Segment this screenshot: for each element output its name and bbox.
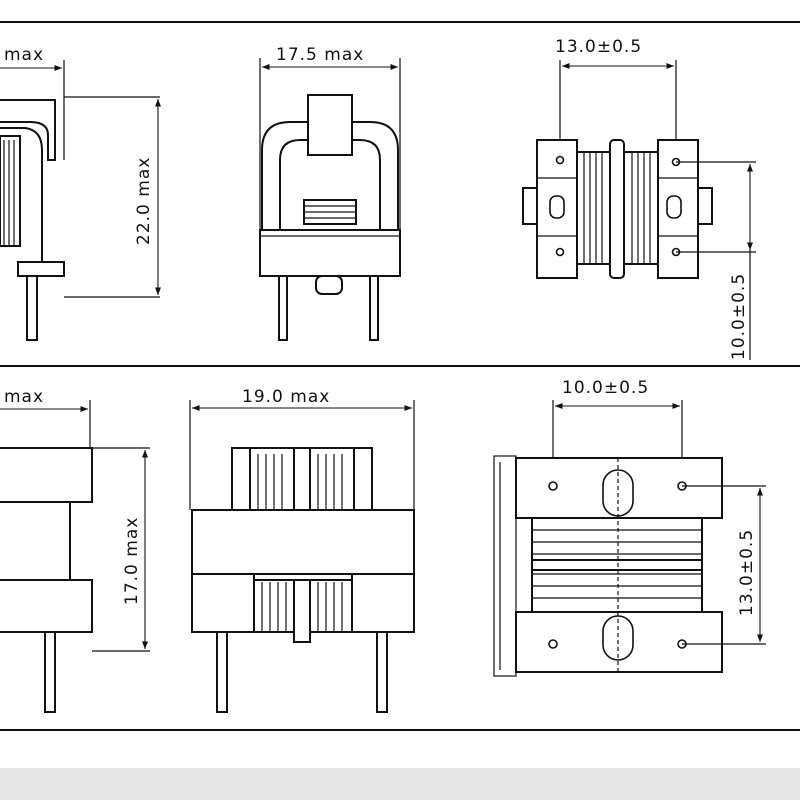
bottom-side-width-label: max [4,387,44,407]
top-plan-view: 13.0±0.5 10.0±0.5 [522,37,756,360]
top-front-view: 17.5 max [259,45,401,341]
bottom-front-view: 19.0 max [189,387,415,713]
bottom-plan-spacing-x-label: 10.0±0.5 [562,378,649,398]
bottom-height-label: 17.0 max [122,517,142,605]
top-height-label: 22.0 max [134,157,154,245]
bottom-plan-spacing-y-label: 13.0±0.5 [737,529,757,616]
bottom-side-view: max 17.0 max [0,387,150,713]
top-front-width-label: 17.5 max [276,45,364,65]
bottom-front-width-label: 19.0 max [242,387,330,407]
top-side-view: max 22.0 max [0,45,162,341]
bottom-plan-view: 10.0±0.5 13.0±0.5 [493,378,766,677]
top-side-width-label: max [4,45,44,65]
footer-band [0,768,800,800]
top-plan-spacing-y-label: 10.0±0.5 [729,273,749,360]
top-plan-spacing-x-label: 13.0±0.5 [555,37,642,57]
